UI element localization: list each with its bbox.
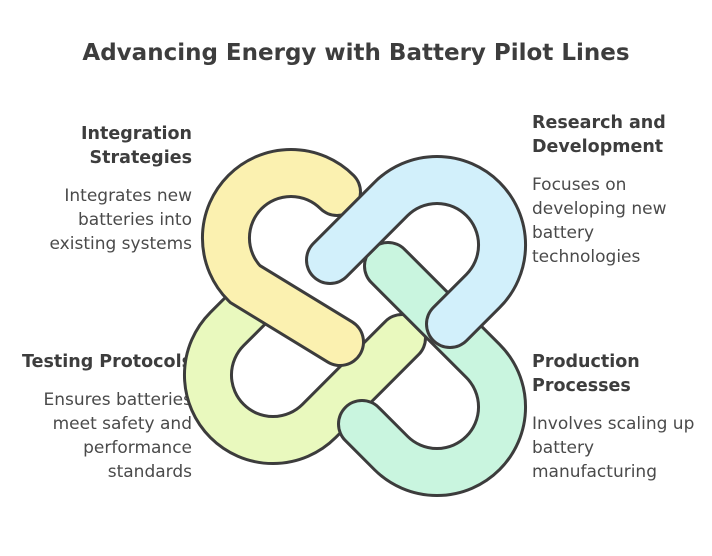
- integration-loop-fill: [203, 150, 362, 364]
- production-processes-block: Production Processes Involves scaling up…: [532, 350, 702, 484]
- integration-strategies-description: Integrates new batteries into existing s…: [49, 186, 192, 254]
- research-development-heading: Research and Development: [532, 113, 666, 157]
- integration-strategies-heading: Integration Strategies: [80, 124, 192, 168]
- production-processes-heading: Production Processes: [532, 352, 640, 396]
- research-development-block: Research and Development Focuses on deve…: [532, 111, 702, 269]
- testing-protocols-heading: Testing Protocols: [21, 352, 192, 372]
- testing-protocols-block: Testing Protocols Ensures batteries meet…: [20, 350, 192, 484]
- testing-loop-fill: [185, 274, 424, 463]
- testing-protocols-description: Ensures batteries meet safety and perfor…: [43, 390, 192, 482]
- research-loop-fill: [308, 157, 525, 346]
- research-development-description: Focuses on developing new battery techno…: [532, 175, 667, 267]
- diagram-title: Advancing Energy with Battery Pilot Line…: [82, 40, 630, 66]
- integration-strategies-block: Integration Strategies Integrates new ba…: [20, 122, 192, 256]
- production-processes-description: Involves scaling up battery manufacturin…: [532, 414, 695, 482]
- production-loop-fill: [340, 244, 525, 495]
